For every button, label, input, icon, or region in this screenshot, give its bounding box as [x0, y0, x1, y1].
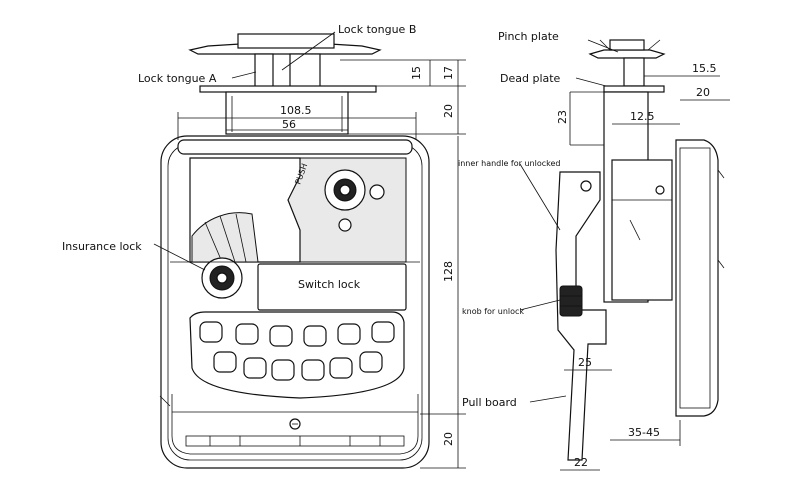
dim-20-front-top: 20: [442, 104, 455, 118]
keypad-buttons: [199, 321, 395, 381]
side-view: [519, 39, 730, 471]
label-lock-tongue-a: Lock tongue A: [138, 72, 217, 85]
dim-17: 17: [442, 66, 455, 80]
label-switch-lock: Switch lock: [298, 278, 361, 291]
dim-23: 23: [556, 110, 569, 124]
label-insurance-lock: Insurance lock: [62, 240, 142, 253]
front-view: PUSH: [153, 31, 466, 469]
dim-25: 25: [578, 356, 592, 369]
dim-15: 15: [410, 66, 423, 80]
label-knob-unlock: knob for unlock: [462, 307, 524, 316]
label-dead-plate: Dead plate: [500, 72, 561, 85]
dim-15-5: 15.5: [692, 62, 717, 75]
dim-56: 56: [282, 118, 296, 131]
dim-35-45: 35-45: [628, 426, 660, 439]
label-inner-handle: inner handle for unlocked: [458, 159, 560, 168]
dim-22: 22: [574, 456, 588, 469]
label-pinch-plate: Pinch plate: [498, 30, 559, 43]
dim-12-5: 12.5: [630, 110, 655, 123]
dim-128: 128: [442, 261, 455, 282]
dim-20-front-bottom: 20: [442, 432, 455, 446]
label-lock-tongue-b: Lock tongue B: [338, 23, 416, 36]
dim-20-side: 20: [696, 86, 710, 99]
dim-108-5: 108.5: [280, 104, 312, 117]
label-pull-board: Pull board: [462, 396, 517, 409]
